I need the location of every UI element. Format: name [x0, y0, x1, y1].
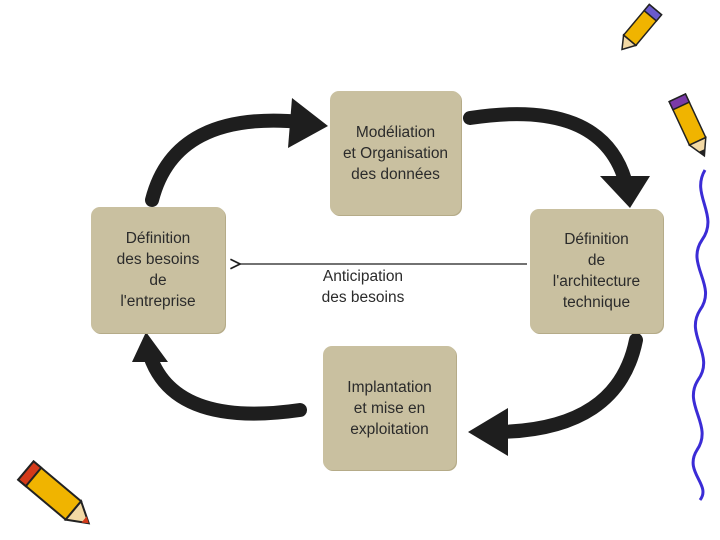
node-implantation: Implantation et mise en exploitation: [323, 346, 456, 470]
node-line: exploitation: [350, 420, 429, 438]
node-line: et mise en: [353, 399, 426, 417]
pencil-icon: [668, 93, 707, 158]
node-line: Définition: [125, 230, 191, 247]
node-line: l'entreprise: [120, 293, 196, 310]
node-line: et Organisation: [342, 144, 449, 162]
cycle-arrow-model-to-arch: [463, 107, 650, 208]
pencil-icon: [16, 459, 91, 525]
node-definition-architecture: Définition de l'architecture technique: [530, 209, 663, 333]
cycle-arrow-impl-to-needs: [132, 332, 307, 421]
anticipation-line: Anticipation: [322, 268, 404, 285]
node-modeliation: Modéliation et Organisation des données: [330, 91, 461, 215]
node-line: de: [149, 272, 167, 289]
node-line: des données: [351, 165, 440, 183]
squiggle-line: [691, 169, 710, 501]
cycle-arrow-arch-to-impl: [468, 333, 643, 456]
node-line: Implantation: [347, 378, 432, 396]
node-line: Définition: [564, 231, 629, 248]
node-line: technique: [562, 294, 631, 311]
node-line: de: [587, 252, 606, 269]
node-line: Modéliation: [355, 123, 436, 141]
anticipation-label: Anticipation des besoins: [298, 266, 428, 308]
node-definition-besoins: Définition des besoins de l'entreprise: [91, 207, 225, 333]
node-line: des besoins: [116, 251, 200, 268]
node-line: l'architecture: [552, 273, 641, 290]
cycle-arrow-needs-to-model: [145, 98, 328, 207]
anticipation-line: des besoins: [321, 289, 405, 306]
pencil-icon: [621, 3, 663, 51]
